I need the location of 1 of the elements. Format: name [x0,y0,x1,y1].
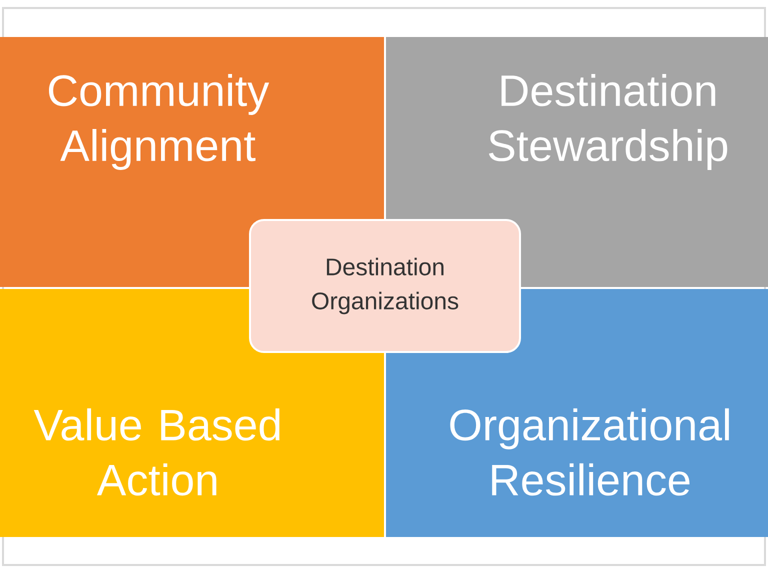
center-box: Destination Organizations [249,219,521,353]
